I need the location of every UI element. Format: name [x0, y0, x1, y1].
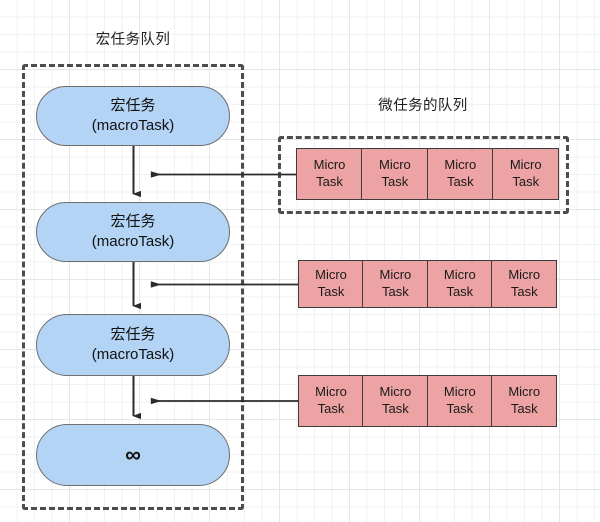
- macro-task-label-en-1: (macroTask): [91, 117, 175, 134]
- micro-task-cell[interactable]: Micro Task: [491, 260, 558, 308]
- micro-task-line1: Micro: [508, 384, 541, 400]
- micro-task-line1: Micro: [379, 384, 412, 400]
- micro-task-line1: Micro: [443, 267, 476, 283]
- micro-task-cell[interactable]: Micro Task: [426, 375, 493, 427]
- micro-task-line2: Task: [316, 174, 343, 189]
- micro-task-line1: Micro: [509, 157, 542, 173]
- macro-task-box-infinity[interactable]: ∞: [36, 424, 230, 486]
- micro-task-line1: Micro: [313, 157, 346, 173]
- infinity-symbol: ∞: [125, 442, 141, 467]
- macro-task-label-en-2: (macroTask): [91, 233, 175, 250]
- micro-task-line1: Micro: [315, 384, 347, 400]
- macro-task-box-2[interactable]: 宏任务 (macroTask): [36, 202, 230, 262]
- macro-queue-container: [22, 64, 244, 510]
- macro-task-label-cn-1: 宏任务: [110, 97, 156, 115]
- macro-task-label-cn-2: 宏任务: [110, 213, 156, 231]
- micro-task-line2: Task: [512, 174, 540, 189]
- micro-task-cell[interactable]: Micro Task: [298, 375, 364, 427]
- micro-task-cell[interactable]: Micro Task: [491, 375, 558, 427]
- micro-task-line2: Task: [382, 284, 409, 299]
- micro-task-cell[interactable]: Micro Task: [361, 148, 429, 200]
- micro-task-line1: Micro: [444, 157, 477, 173]
- micro-task-cell[interactable]: Micro Task: [362, 375, 429, 427]
- micro-task-cell[interactable]: Micro Task: [296, 148, 363, 200]
- micro-task-row-1: Micro Task Micro Task Micro Task Micro T…: [296, 148, 560, 200]
- micro-task-line2: Task: [317, 284, 345, 299]
- micro-task-line2: Task: [317, 401, 345, 416]
- micro-task-line2: Task: [382, 401, 409, 416]
- micro-task-cell[interactable]: Micro Task: [298, 260, 364, 308]
- micro-task-cell[interactable]: Micro Task: [426, 148, 494, 200]
- macro-queue-title: 宏任务队列: [95, 32, 171, 48]
- macro-task-box-3[interactable]: 宏任务 (macroTask): [36, 314, 230, 376]
- micro-task-line2: Task: [381, 174, 409, 189]
- micro-task-cell[interactable]: Micro Task: [362, 260, 429, 308]
- macro-task-box-1[interactable]: 宏任务 (macroTask): [36, 86, 230, 146]
- micro-task-cell[interactable]: Micro Task: [426, 260, 493, 308]
- macro-task-label-en-3: (macroTask): [91, 346, 175, 363]
- micro-task-line1: Micro: [379, 157, 411, 173]
- micro-task-line2: Task: [446, 174, 474, 189]
- macro-task-label-cn-3: 宏任务: [110, 326, 156, 344]
- micro-task-line1: Micro: [315, 267, 347, 283]
- micro-task-line1: Micro: [443, 384, 476, 400]
- micro-task-row-2: Micro Task Micro Task Micro Task Micro T…: [298, 260, 558, 308]
- micro-task-row-3: Micro Task Micro Task Micro Task Micro T…: [298, 375, 558, 427]
- micro-queue-title: 微任务的队列: [378, 98, 468, 114]
- micro-task-line2: Task: [446, 284, 474, 299]
- micro-task-line1: Micro: [508, 267, 541, 283]
- micro-task-cell[interactable]: Micro Task: [492, 148, 560, 200]
- micro-task-line1: Micro: [379, 267, 412, 283]
- micro-task-line2: Task: [510, 284, 538, 299]
- micro-task-line2: Task: [510, 401, 538, 416]
- micro-task-line2: Task: [446, 401, 474, 416]
